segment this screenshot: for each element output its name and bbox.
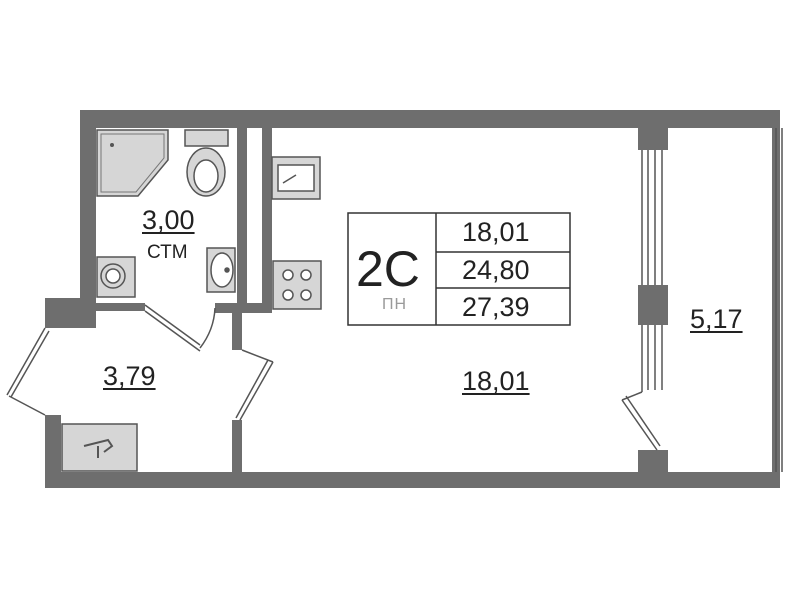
balcony-window: [641, 150, 663, 392]
living-area-label: 18,01: [462, 366, 530, 396]
balcony-outer-window: [775, 128, 783, 472]
area-table-living: 18,01: [462, 217, 530, 247]
apartment-type-code: 2С: [356, 241, 420, 297]
wall-left-lower: [45, 415, 61, 488]
wall-balcony-bottom: [638, 450, 668, 488]
area-table-with-balcony: 27,39: [462, 292, 530, 322]
living-door: [235, 349, 274, 421]
wall-balcony-top: [638, 110, 668, 150]
area-table: [347, 212, 571, 326]
wall-bottom: [45, 472, 780, 488]
bathroom-door: [144, 304, 216, 352]
area-table-total: 24,80: [462, 255, 530, 285]
washing-machine: [96, 256, 136, 298]
watermark: ПН: [382, 296, 408, 313]
wall-top: [80, 110, 780, 128]
wall-hall-divider-top: [215, 303, 272, 313]
entrance-door: [6, 327, 50, 416]
toilet: [184, 129, 229, 197]
wall-left-bathroom: [80, 110, 96, 310]
bathroom-note-label: СТМ: [147, 242, 188, 263]
wall-hall-divider-low: [232, 420, 242, 476]
wall-partition-bath: [237, 128, 247, 306]
bathroom-sink: [206, 247, 236, 293]
wardrobe: [61, 423, 138, 472]
wall-left-hall: [45, 298, 96, 328]
wall-hall-divider: [232, 305, 242, 350]
balcony-area-label: 5,17: [690, 304, 743, 334]
wall-bath-bottom: [96, 303, 145, 311]
kitchen-sink: [271, 156, 321, 200]
hallway-area-label: 3,79: [103, 361, 156, 391]
wall-partition-shaft: [262, 128, 272, 306]
bathroom-area-label: 3,00: [142, 205, 195, 235]
balcony-door: [621, 391, 661, 451]
shower-tray: [96, 129, 169, 197]
wall-balcony-mid: [638, 285, 668, 325]
stove: [272, 260, 322, 310]
